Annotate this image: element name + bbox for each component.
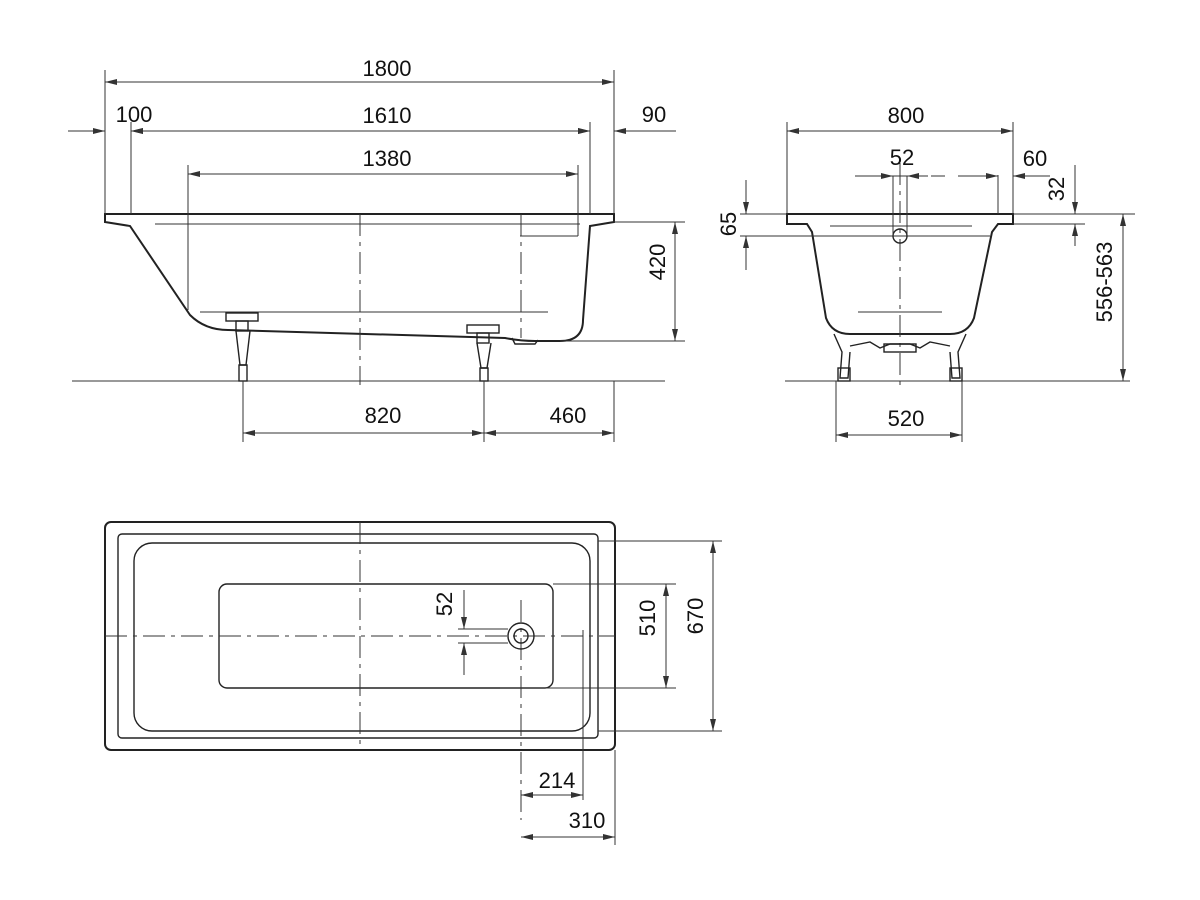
dim-1380-label: 1380 xyxy=(363,146,412,171)
dim-214-label: 214 xyxy=(539,768,576,793)
dim-60-label: 60 xyxy=(1023,146,1047,171)
dim-plan-52-label: 52 xyxy=(432,592,457,616)
dim-520-label: 520 xyxy=(888,406,925,431)
dim-670-label: 670 xyxy=(683,598,708,635)
dim-end-52-label: 52 xyxy=(890,145,914,170)
plan-view: 52 510 670 214 310 xyxy=(104,521,722,845)
end-tub-outline xyxy=(786,213,1014,335)
dim-510-label: 510 xyxy=(635,600,660,637)
side-view: 1800 100 1610 90 1380 420 820 460 xyxy=(68,56,685,442)
plan-basin xyxy=(133,542,591,732)
end-view: 800 52 60 32 65 556-563 520 xyxy=(716,103,1135,442)
dim-1610-label: 1610 xyxy=(363,103,412,128)
side-right-foot xyxy=(466,324,500,382)
dim-65-label: 65 xyxy=(716,212,741,236)
side-left-foot xyxy=(225,312,259,382)
dim-420-label: 420 xyxy=(645,244,670,281)
dim-820-label: 820 xyxy=(365,403,402,428)
side-tub-outline xyxy=(104,213,615,342)
dim-1800-label: 1800 xyxy=(363,56,412,81)
dim-100-label: 100 xyxy=(116,102,153,127)
plan-drain-inner xyxy=(513,628,529,644)
plan-drain-outer xyxy=(507,622,535,650)
dim-310-label: 310 xyxy=(569,808,606,833)
dim-32-label: 32 xyxy=(1044,177,1069,201)
end-legs xyxy=(833,333,967,382)
dim-556-563-label: 556-563 xyxy=(1092,242,1117,323)
dim-460-label: 460 xyxy=(550,403,587,428)
side-drain-bump xyxy=(511,337,539,345)
dim-90-label: 90 xyxy=(642,102,666,127)
dim-800-label: 800 xyxy=(888,103,925,128)
